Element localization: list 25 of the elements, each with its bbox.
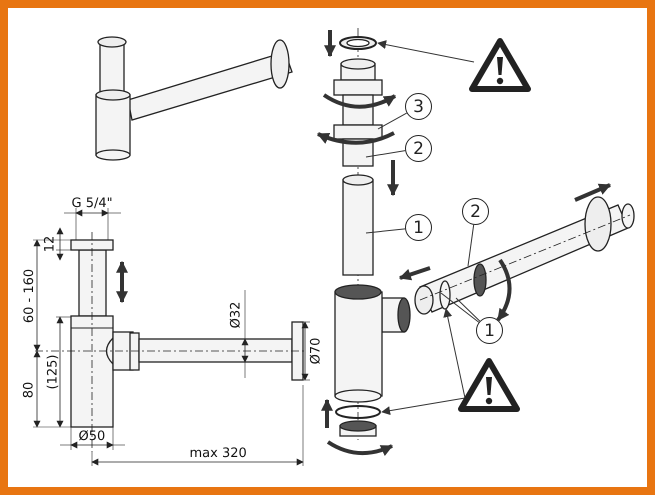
dimension-label: 60 - 160	[23, 268, 38, 324]
leader-line	[366, 150, 406, 158]
warning-sign	[468, 37, 532, 93]
dimension-label: max 320	[190, 447, 247, 461]
dimension-label: Ø70	[308, 338, 323, 364]
callout-number: 1	[476, 317, 503, 344]
leader-line	[378, 112, 408, 130]
leader-line	[456, 298, 480, 322]
dimension-label: G 5/4"	[72, 197, 113, 211]
leader-line	[366, 228, 406, 234]
warning-sign	[457, 357, 521, 413]
callout-number: 2	[462, 198, 489, 225]
dimension-label: Ø32	[228, 302, 243, 328]
leader-line	[440, 292, 480, 323]
leader-line	[468, 224, 474, 266]
dimension-label: 80	[22, 382, 36, 398]
dimension-label: Ø50	[78, 430, 106, 444]
leader-line	[443, 308, 466, 398]
callout-number: 1	[405, 214, 432, 241]
dimension-label: (125)	[46, 354, 60, 390]
leader-line	[377, 40, 474, 62]
leader-line	[381, 398, 466, 416]
dimension-label: 12	[42, 236, 57, 252]
callout-number: 2	[405, 135, 432, 162]
callout-number: 3	[405, 93, 432, 120]
